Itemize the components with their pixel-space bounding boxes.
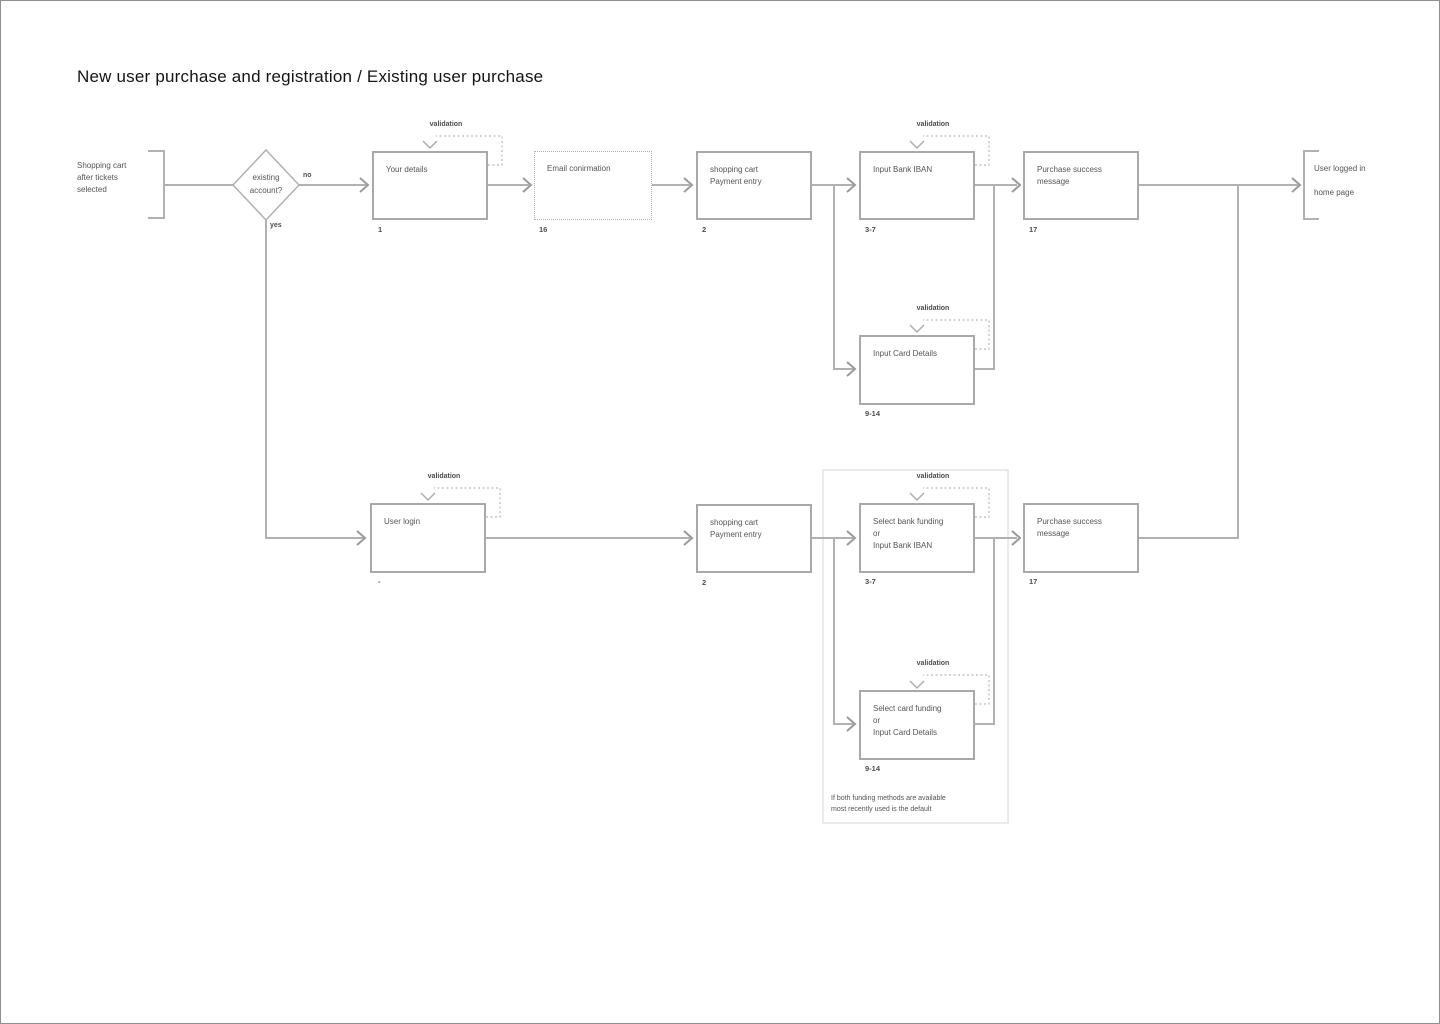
node-select-card-funding[interactable]: Select card funding or Input Card Detail…: [859, 690, 975, 760]
connector-branch-to-card-bottom: [833, 538, 853, 725]
validation-label: validation: [429, 121, 463, 128]
connector-card-bottom-return: [975, 538, 995, 725]
arrowhead-success-top: [1011, 177, 1022, 193]
arrowhead-end: [1291, 177, 1302, 193]
validation-arrow-your-details: [422, 140, 438, 150]
connector-success-bottom-to-end: [1139, 185, 1239, 539]
arrowhead-cart-bottom: [683, 530, 694, 546]
validation-label: validation: [427, 473, 461, 480]
validation-arrow-bank-bottom: [909, 492, 925, 502]
validation-arrow-user-login: [420, 492, 436, 502]
node-number: 2: [702, 578, 707, 587]
end-node-label: User logged in home page: [1314, 164, 1366, 197]
validation-arrow-card-bottom: [909, 680, 925, 690]
node-number: 2: [702, 225, 707, 234]
validation-loop-bank-top: [923, 135, 990, 166]
node-purchase-success-bottom[interactable]: Purchase success message: [1023, 503, 1139, 573]
funding-note: If both funding methods are available mo…: [831, 795, 946, 813]
node-number: -: [378, 577, 381, 586]
node-number: 17: [1029, 225, 1038, 234]
arrowhead-cart-top: [683, 177, 694, 193]
validation-label: validation: [916, 660, 950, 667]
validation-loop-your-details: [436, 135, 503, 166]
node-number: 1: [378, 225, 383, 234]
node-input-bank-iban[interactable]: Input Bank IBAN: [859, 151, 975, 220]
start-bracket-shape[interactable]: [148, 150, 165, 219]
validation-loop-bank-bottom: [923, 487, 990, 518]
arrowhead-bank-bottom: [846, 530, 857, 546]
connector-card-top-return: [975, 185, 995, 370]
arrowhead-email: [522, 177, 533, 193]
decision-diamond-shape[interactable]: [231, 148, 301, 222]
validation-label: validation: [916, 121, 950, 128]
connector-branch-to-card-top: [833, 185, 853, 370]
node-number: 9-14: [865, 764, 881, 773]
node-cart-payment-bottom[interactable]: shopping cart Payment entry: [696, 504, 812, 573]
edge-label-yes: yes: [270, 222, 282, 229]
end-bracket-shape[interactable]: [1303, 150, 1319, 220]
node-number: 17: [1029, 577, 1038, 586]
node-email-confirmation[interactable]: Email conirmation: [534, 151, 652, 220]
arrowhead-success-bottom: [1011, 530, 1022, 546]
node-cart-payment-top[interactable]: shopping cart Payment entry: [696, 151, 812, 220]
arrowhead-your-details: [359, 177, 370, 193]
node-number: 9-14: [865, 409, 881, 418]
funding-options-container: [822, 469, 1009, 824]
decision-label: existing account?: [249, 173, 283, 195]
node-your-details[interactable]: Your details: [372, 151, 488, 220]
node-user-login[interactable]: User login: [370, 503, 486, 573]
validation-label: validation: [916, 473, 950, 480]
node-number: 3-7: [865, 225, 876, 234]
node-number: 3-7: [865, 577, 876, 586]
validation-arrow-bank-top: [909, 140, 925, 150]
validation-loop-card-bottom: [923, 674, 990, 705]
arrowhead-bank-top: [846, 177, 857, 193]
arrowhead-user-login: [356, 530, 367, 546]
node-input-card-details[interactable]: Input Card Details: [859, 335, 975, 405]
validation-loop-card-top: [923, 319, 990, 350]
validation-label: validation: [916, 305, 950, 312]
node-purchase-success-top[interactable]: Purchase success message: [1023, 151, 1139, 220]
connector-yes-to-user-login: [265, 220, 363, 539]
node-number: 16: [539, 225, 548, 234]
node-select-bank-funding[interactable]: Select bank funding or Input Bank IBAN: [859, 503, 975, 573]
arrowhead-card-top: [846, 361, 857, 377]
page-title: New user purchase and registration / Exi…: [77, 67, 544, 86]
arrowhead-card-bottom: [846, 716, 857, 732]
start-node-label: Shopping cart after tickets selected: [77, 161, 127, 194]
validation-arrow-card-top: [909, 324, 925, 334]
edge-label-no: no: [303, 172, 312, 179]
validation-loop-user-login: [434, 487, 501, 518]
